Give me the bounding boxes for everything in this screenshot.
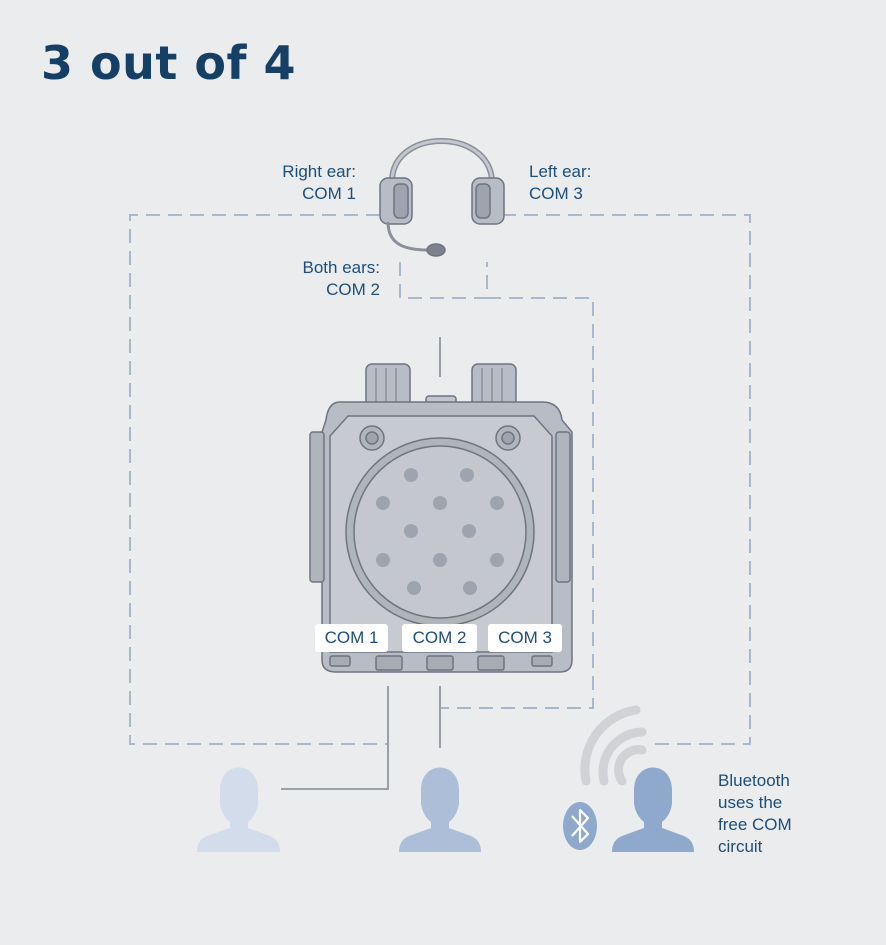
both-ears-label: Both ears: COM 2	[302, 258, 381, 299]
solid-connectors	[281, 337, 441, 790]
dashed-routing-lines	[129, 214, 751, 745]
page-title: 3 out of 4	[41, 36, 297, 90]
left-ear-label: Left ear: COM 3	[529, 162, 592, 203]
person-icon	[399, 767, 481, 852]
bluetooth-icon	[563, 802, 597, 850]
com1-route	[129, 214, 388, 745]
intercom-device-icon	[309, 363, 573, 673]
bluetooth-note: Bluetooth uses the free COM circuit	[718, 771, 792, 856]
headset-icon	[379, 138, 505, 257]
com2-route	[440, 297, 594, 709]
port-label-com1: COM 1	[315, 624, 388, 652]
com3-route	[502, 214, 751, 745]
person-icon	[612, 767, 694, 852]
right-ear-label: Right ear: COM 1	[282, 162, 356, 203]
person-icon	[197, 767, 280, 852]
com2-loop	[399, 262, 488, 299]
port-label-com3: COM 3	[488, 624, 562, 652]
connector-person-1	[281, 686, 389, 790]
wireless-signal-icon	[580, 705, 647, 786]
port-label-com2: COM 2	[402, 624, 477, 652]
